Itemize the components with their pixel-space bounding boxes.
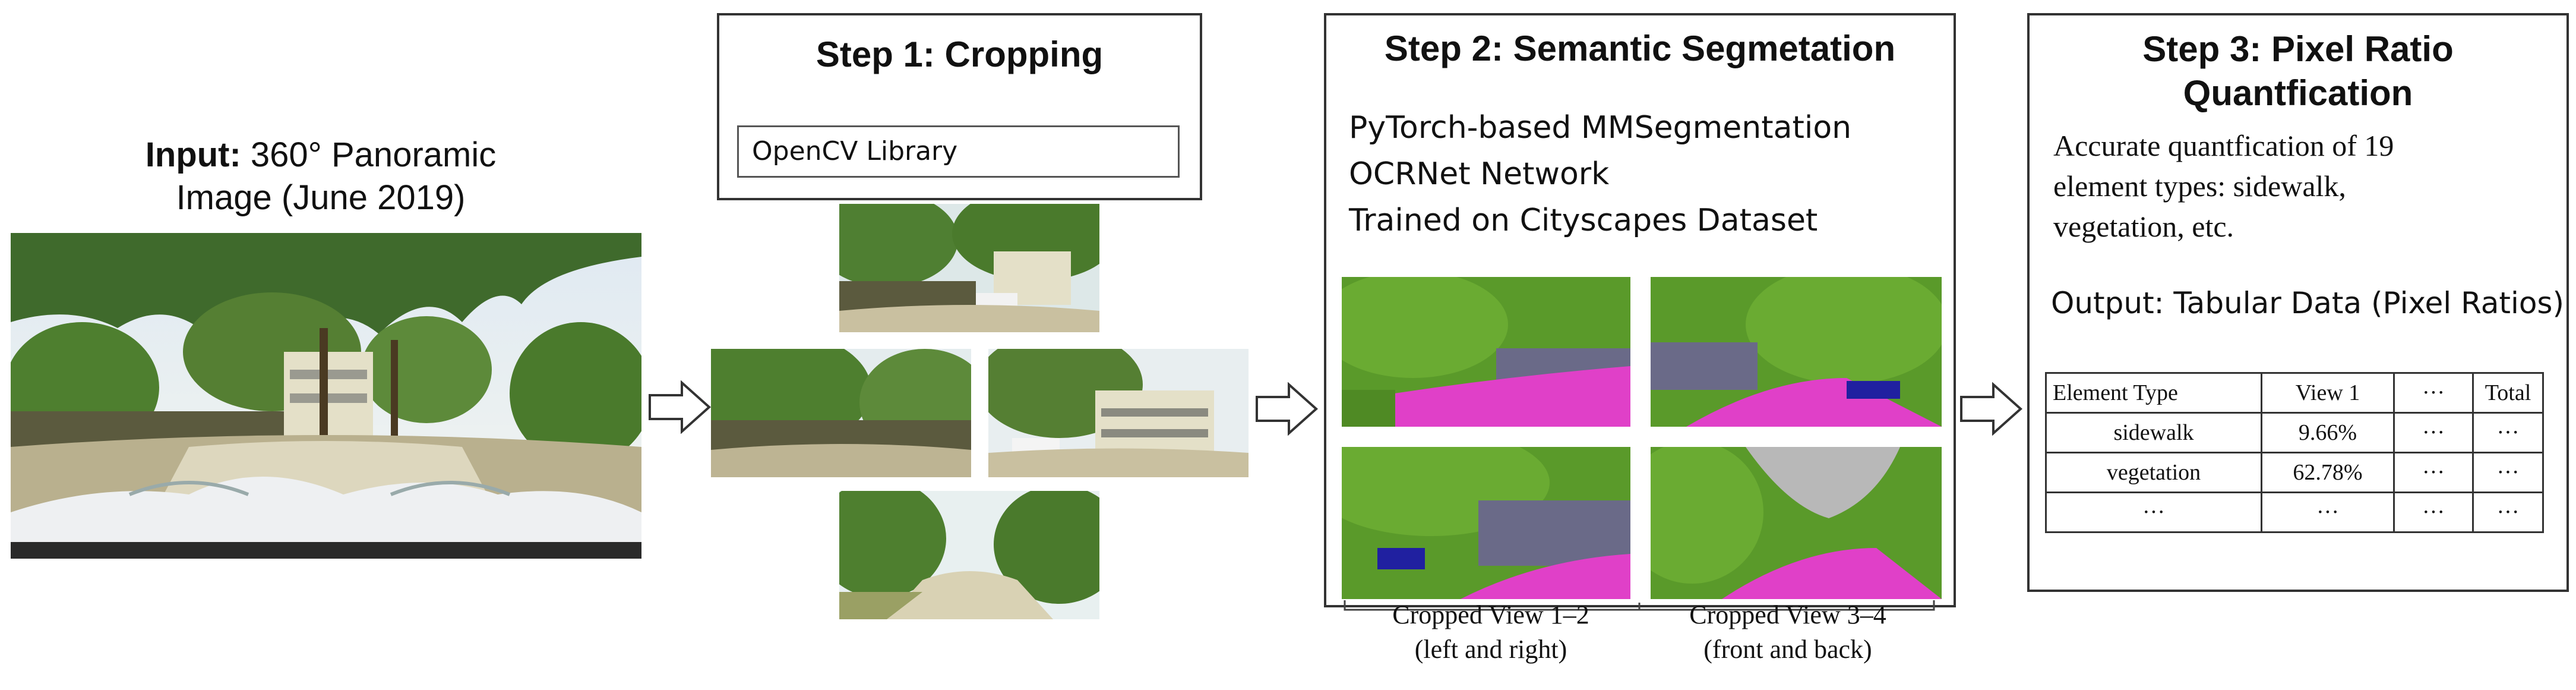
table-cell: ··· (2261, 491, 2395, 533)
crop-view-left (711, 349, 971, 477)
step3-desc-line2: element types: sidewalk, (2053, 169, 2346, 203)
segmentation-view-2 (1651, 277, 1942, 427)
step2-line-1: PyTorch-based MMSegmentation (1349, 110, 1852, 146)
step2-line-2: OCRNet Network (1349, 156, 1610, 192)
table-header-cell: Element Type (2045, 372, 2262, 414)
table-header-cell: Total (2472, 372, 2544, 414)
segmentation-view-4 (1651, 447, 1942, 599)
table-header-cell: View 1 (2261, 372, 2395, 414)
caption-left-line1: Cropped View 1–2 (1392, 600, 1589, 629)
segmentation-view-1 (1342, 277, 1630, 427)
table-row: vegetation 62.78% ··· ··· (2045, 452, 2544, 493)
arrow-step2-to-step3 (1959, 382, 2024, 436)
table-cell: 62.78% (2261, 452, 2395, 493)
crop-view-top (839, 204, 1099, 332)
table-cell: 9.66% (2261, 412, 2395, 453)
pixel-ratio-table: Element Type View 1 ··· Total sidewalk 9… (2045, 372, 2544, 533)
step2-box: Step 2: Semantic Segmetation PyTorch-bas… (1324, 13, 1956, 607)
table-row: ··· ··· ··· ··· (2045, 491, 2544, 533)
crop-view-right (988, 349, 1249, 477)
caption-left: Cropped View 1–2 (left and right) (1342, 598, 1639, 667)
arrow-step1-to-step2 (1254, 382, 1320, 436)
table-row: sidewalk 9.66% ··· ··· (2045, 412, 2544, 453)
step3-description: Accurate quantfication of 19 element typ… (2053, 125, 2394, 247)
input-label-bold: Input: (145, 136, 241, 174)
crop-view-bottom (839, 491, 1099, 619)
table-cell: sidewalk (2045, 412, 2262, 453)
step1-box: Step 1: Cropping OpenCV Library (717, 13, 1202, 200)
panorama-image (11, 233, 641, 559)
step1-title: Step 1: Cropping (816, 34, 1104, 74)
segmentation-view-3 (1342, 447, 1630, 599)
table-cell: ··· (2472, 452, 2544, 493)
step3-desc-line3: vegetation, etc. (2053, 210, 2234, 243)
step3-title: Step 3: Pixel Ratio Quantfication (2030, 27, 2566, 115)
table-cell: ··· (2472, 491, 2544, 533)
input-label-line2: Image (June 2019) (176, 178, 466, 217)
opencv-library-label: OpenCV Library (752, 136, 958, 166)
step3-title-line1: Step 3: Pixel Ratio (2142, 29, 2454, 69)
step2-title: Step 2: Semantic Segmetation (1384, 29, 1896, 68)
arrow-input-to-step1 (647, 380, 713, 434)
input-label: Input: 360° Panoramic Image (June 2019) (0, 134, 641, 219)
opencv-library-box: OpenCV Library (737, 125, 1180, 178)
caption-right-line1: Cropped View 3–4 (1689, 600, 1886, 629)
input-label-rest: 360° Panoramic (241, 136, 497, 174)
table-header-row: Element Type View 1 ··· Total (2045, 372, 2544, 414)
caption-left-line2: (left and right) (1414, 635, 1567, 664)
table-cell: ··· (2393, 491, 2474, 533)
step3-box: Step 3: Pixel Ratio Quantfication Accura… (2027, 13, 2569, 592)
caption-bracket (1342, 598, 1936, 616)
step2-lines: PyTorch-based MMSegmentation OCRNet Netw… (1349, 105, 1851, 244)
caption-right-line2: (front and back) (1703, 635, 1872, 664)
caption-right: Cropped View 3–4 (front and back) (1639, 598, 1936, 667)
table-cell: ··· (2393, 452, 2474, 493)
step2-line-3: Trained on Cityscapes Dataset (1349, 203, 1818, 238)
table-cell: ··· (2472, 412, 2544, 453)
table-cell: ··· (2393, 412, 2474, 453)
table-header-cell: ··· (2393, 372, 2474, 414)
table-cell: ··· (2045, 491, 2262, 533)
step3-title-line2: Quantfication (2183, 73, 2413, 113)
step3-desc-line1: Accurate quantfication of 19 (2053, 129, 2394, 162)
table-cell: vegetation (2045, 452, 2262, 493)
step3-output: Output: Tabular Data (Pixel Ratios) (2051, 286, 2564, 320)
